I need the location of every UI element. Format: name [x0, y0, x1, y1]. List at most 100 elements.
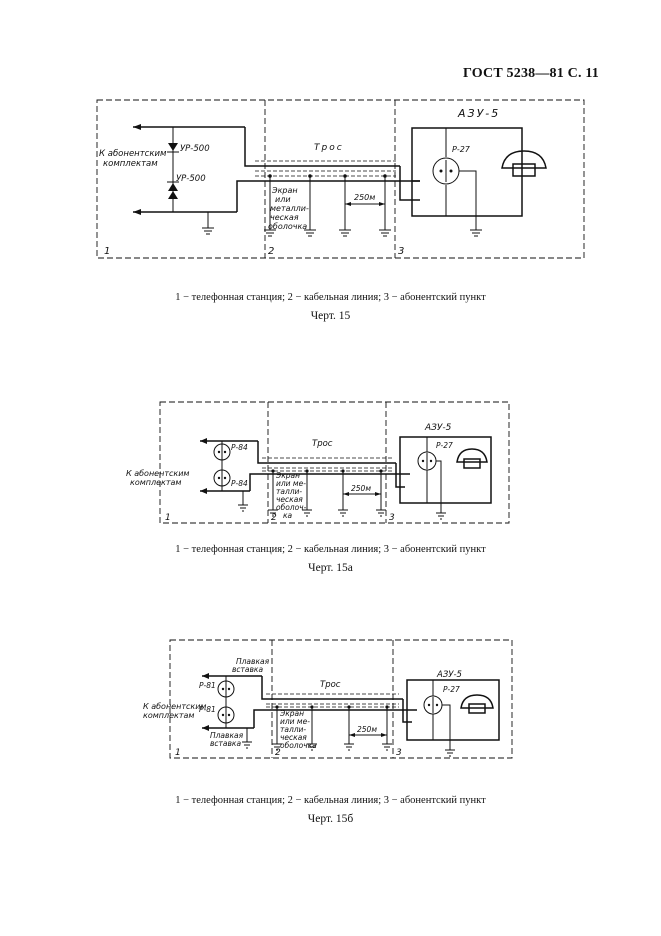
junction-dot [275, 705, 279, 709]
to-subscriber-label: комплектам [130, 478, 181, 487]
junction-dot [310, 705, 314, 709]
figure-15-diagram: УР-500 УР-500 К абонентским комплектам Т… [96, 99, 585, 259]
arrester-dot [217, 450, 221, 454]
arrester-p81-icon [217, 680, 235, 698]
screen-label: оболочка [280, 741, 317, 750]
screen-label: ческая [276, 495, 303, 504]
figure-15a-diagram: Р-84 Р-84 К абонентским комплектам Трос … [126, 401, 510, 524]
screen-label: оболоч- [276, 503, 307, 512]
line-wire [253, 709, 417, 728]
zone-number: 2 [275, 748, 281, 758]
telephone-icon [456, 448, 488, 469]
figure-title: Черт. 15 [310, 310, 351, 322]
fuse-bottom-label: вставка [210, 739, 241, 748]
device-fuse-label: Р-27 [436, 441, 453, 450]
arrow-left-icon [202, 725, 209, 731]
arrow-icon [349, 733, 355, 737]
figure-caption: 1 − телефонная станция; 2 − кабельная ли… [175, 292, 486, 303]
zone-frame [96, 99, 585, 259]
arrester-icon [168, 143, 178, 151]
arrester-dot [217, 476, 221, 480]
arrow-left-icon [133, 209, 141, 215]
zone-number: 3 [389, 513, 395, 523]
to-subscriber-label: К абонентским [143, 702, 206, 711]
line-wire [395, 463, 405, 488]
device-box [406, 679, 500, 741]
fuse-dot [427, 703, 431, 707]
figure-caption: 1 − телефонная станция; 2 − кабельная ли… [175, 795, 486, 806]
screen-label: или [275, 195, 291, 204]
figure-title: Черт. 15а [308, 562, 353, 574]
fuse-top-label: Плавкая [236, 657, 270, 666]
device-fuse-label: Р-27 [452, 145, 471, 154]
figure-caption: 1 − телефонная станция; 2 − кабельная ли… [175, 544, 486, 555]
junction-dot [343, 174, 347, 178]
ground-icon [445, 749, 455, 757]
figure-15b-diagram: Р-81 Р-81 Плавкая вставка Плавкая вставк… [143, 639, 513, 759]
fuse-bottom-label: Плавкая [210, 731, 244, 740]
arrester-dot [227, 713, 231, 717]
arrester-icon [168, 183, 178, 191]
ground-lead [436, 460, 442, 513]
distance-label: 250м [351, 484, 371, 493]
arrow-icon [381, 733, 387, 737]
cable-ground-group [264, 176, 391, 237]
arrester-top-label: Р-84 [231, 443, 248, 452]
line-wire [261, 676, 403, 700]
fuse-dot [435, 703, 439, 707]
device-label: АЗУ-5 [436, 670, 462, 680]
distance-label: 250м [357, 725, 377, 734]
fuse-dot [439, 169, 443, 173]
arrester-dot [223, 476, 227, 480]
ground-icon [242, 741, 252, 749]
arrow-left-icon [133, 124, 141, 130]
fuse-top-label: вставка [232, 665, 263, 674]
line-wire [249, 473, 410, 491]
to-subscriber-label: комплектам [103, 159, 158, 169]
cable-label: Трос [312, 439, 333, 449]
arrester-bottom-label: Р-84 [231, 479, 248, 488]
screen-label: Экран [279, 709, 304, 718]
device-label: АЗУ-5 [457, 107, 500, 120]
arrow-left-icon [200, 488, 207, 494]
to-subscriber-label: К абонентским [99, 149, 167, 159]
arrester-dot [223, 450, 227, 454]
line-wire [236, 180, 420, 212]
zone-number: 2 [271, 513, 277, 523]
to-subscriber-label: К абонентским [126, 469, 189, 478]
zone-number: 3 [396, 748, 402, 758]
screen-label: ческая [270, 213, 299, 222]
line-wire [402, 699, 412, 723]
arrester-dot [221, 713, 225, 717]
zone-number: 2 [268, 246, 274, 257]
cable-ground-group [268, 471, 386, 517]
junction-dot [379, 469, 383, 473]
ground-icon [470, 229, 482, 237]
arrester-p84-icon [213, 443, 231, 461]
device-box [411, 127, 523, 217]
device-label: АЗУ-5 [424, 423, 452, 433]
fuse-dot [421, 459, 425, 463]
cable-ground-group [272, 707, 392, 751]
screen-label: талли- [280, 725, 306, 734]
zone-frame [169, 639, 513, 759]
screen-label: Экран [275, 471, 300, 480]
page-header: ГОСТ 5238—81 С. 11 [462, 66, 599, 81]
junction-dot [308, 174, 312, 178]
junction-dot [341, 469, 345, 473]
arrow-icon [375, 492, 381, 496]
screen-label: металли- [270, 204, 309, 213]
device-fuse-label: Р-27 [443, 685, 460, 694]
ground-lead [442, 704, 451, 750]
zone-number: 1 [175, 748, 181, 758]
telephone-icon [501, 150, 547, 177]
zone-number: 1 [104, 246, 110, 257]
zone-number: 1 [165, 513, 171, 523]
arrester-top-label: УР-500 [180, 144, 210, 154]
ground-icon [436, 512, 446, 520]
screen-label: или ме- [276, 479, 306, 488]
arrow-left-icon [202, 673, 209, 679]
arrester-bottom-label: УР-500 [176, 174, 206, 184]
ground-lead [459, 170, 477, 230]
arrester-icon [168, 191, 178, 199]
